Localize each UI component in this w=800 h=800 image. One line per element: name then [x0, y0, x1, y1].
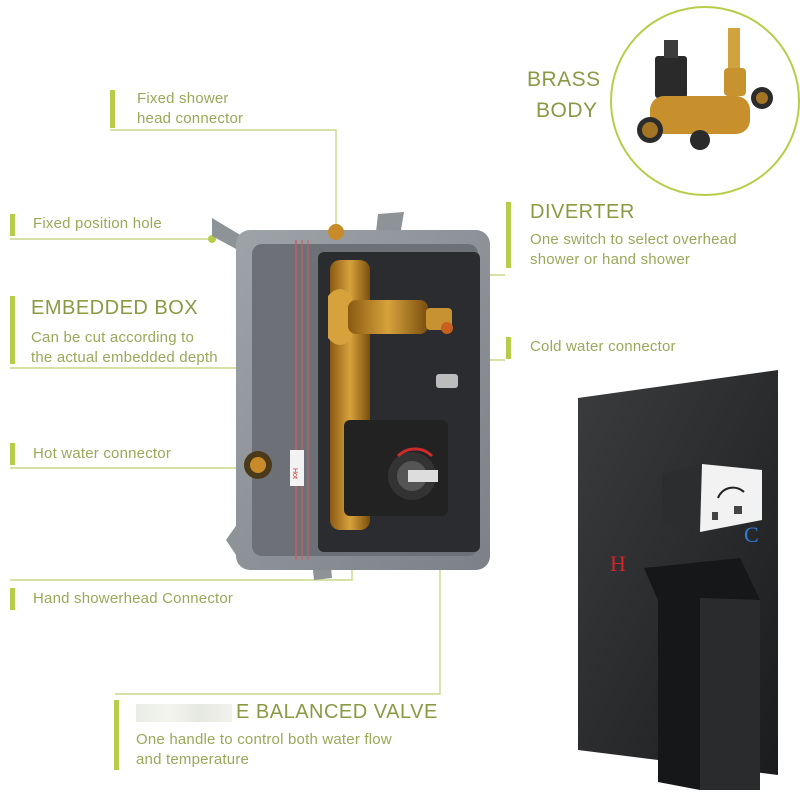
- balanced-valve-desc-1: One handle to control both water flow: [136, 731, 392, 748]
- fixed-shower-head-label-2: head connector: [137, 110, 244, 127]
- embedded-box-desc-2: the actual embedded depth: [31, 349, 218, 366]
- embedded-box-desc-1: Can be cut according to: [31, 329, 195, 346]
- accent-bar: [10, 214, 15, 236]
- diverter-desc-1: One switch to select overhead: [530, 231, 737, 248]
- accent-bar: [506, 337, 511, 359]
- diverter-title: DIVERTER: [530, 201, 635, 223]
- brass-body-title-1: BRASS: [527, 68, 601, 91]
- accent-bar: [114, 700, 119, 770]
- diverter-desc-2: shower or hand shower: [530, 251, 691, 268]
- accent-bar: [10, 588, 15, 610]
- trim-plate: [578, 370, 778, 790]
- accent-bar: [506, 202, 511, 268]
- hot-marker: H: [610, 551, 626, 576]
- accent-bar: [10, 296, 15, 364]
- brass-body-inset: [610, 6, 800, 196]
- balanced-valve-title-text: E BALANCED VALVE: [236, 701, 438, 723]
- balanced-valve-title: E BALANCED VALVE: [136, 702, 438, 722]
- fixed-shower-head-label-1: Fixed shower: [137, 90, 229, 107]
- accent-bar: [10, 443, 15, 465]
- box-hot-sticker: Hot: [291, 468, 298, 479]
- redacted-text: [136, 703, 232, 722]
- accent-bar: [110, 90, 115, 128]
- hand-showerhead-connector-label: Hand showerhead Connector: [33, 590, 234, 607]
- embedded-box-title: EMBEDDED BOX: [31, 297, 199, 319]
- fixed-position-hole-label: Fixed position hole: [33, 215, 162, 232]
- brass-internals: [328, 260, 458, 530]
- brass-body-title-2: BODY: [536, 99, 598, 122]
- balanced-valve-desc-2: and temperature: [136, 751, 250, 768]
- cold-marker: C: [744, 522, 759, 547]
- hot-water-connector-label: Hot water connector: [33, 445, 172, 462]
- cold-water-connector-label: Cold water connector: [530, 338, 676, 355]
